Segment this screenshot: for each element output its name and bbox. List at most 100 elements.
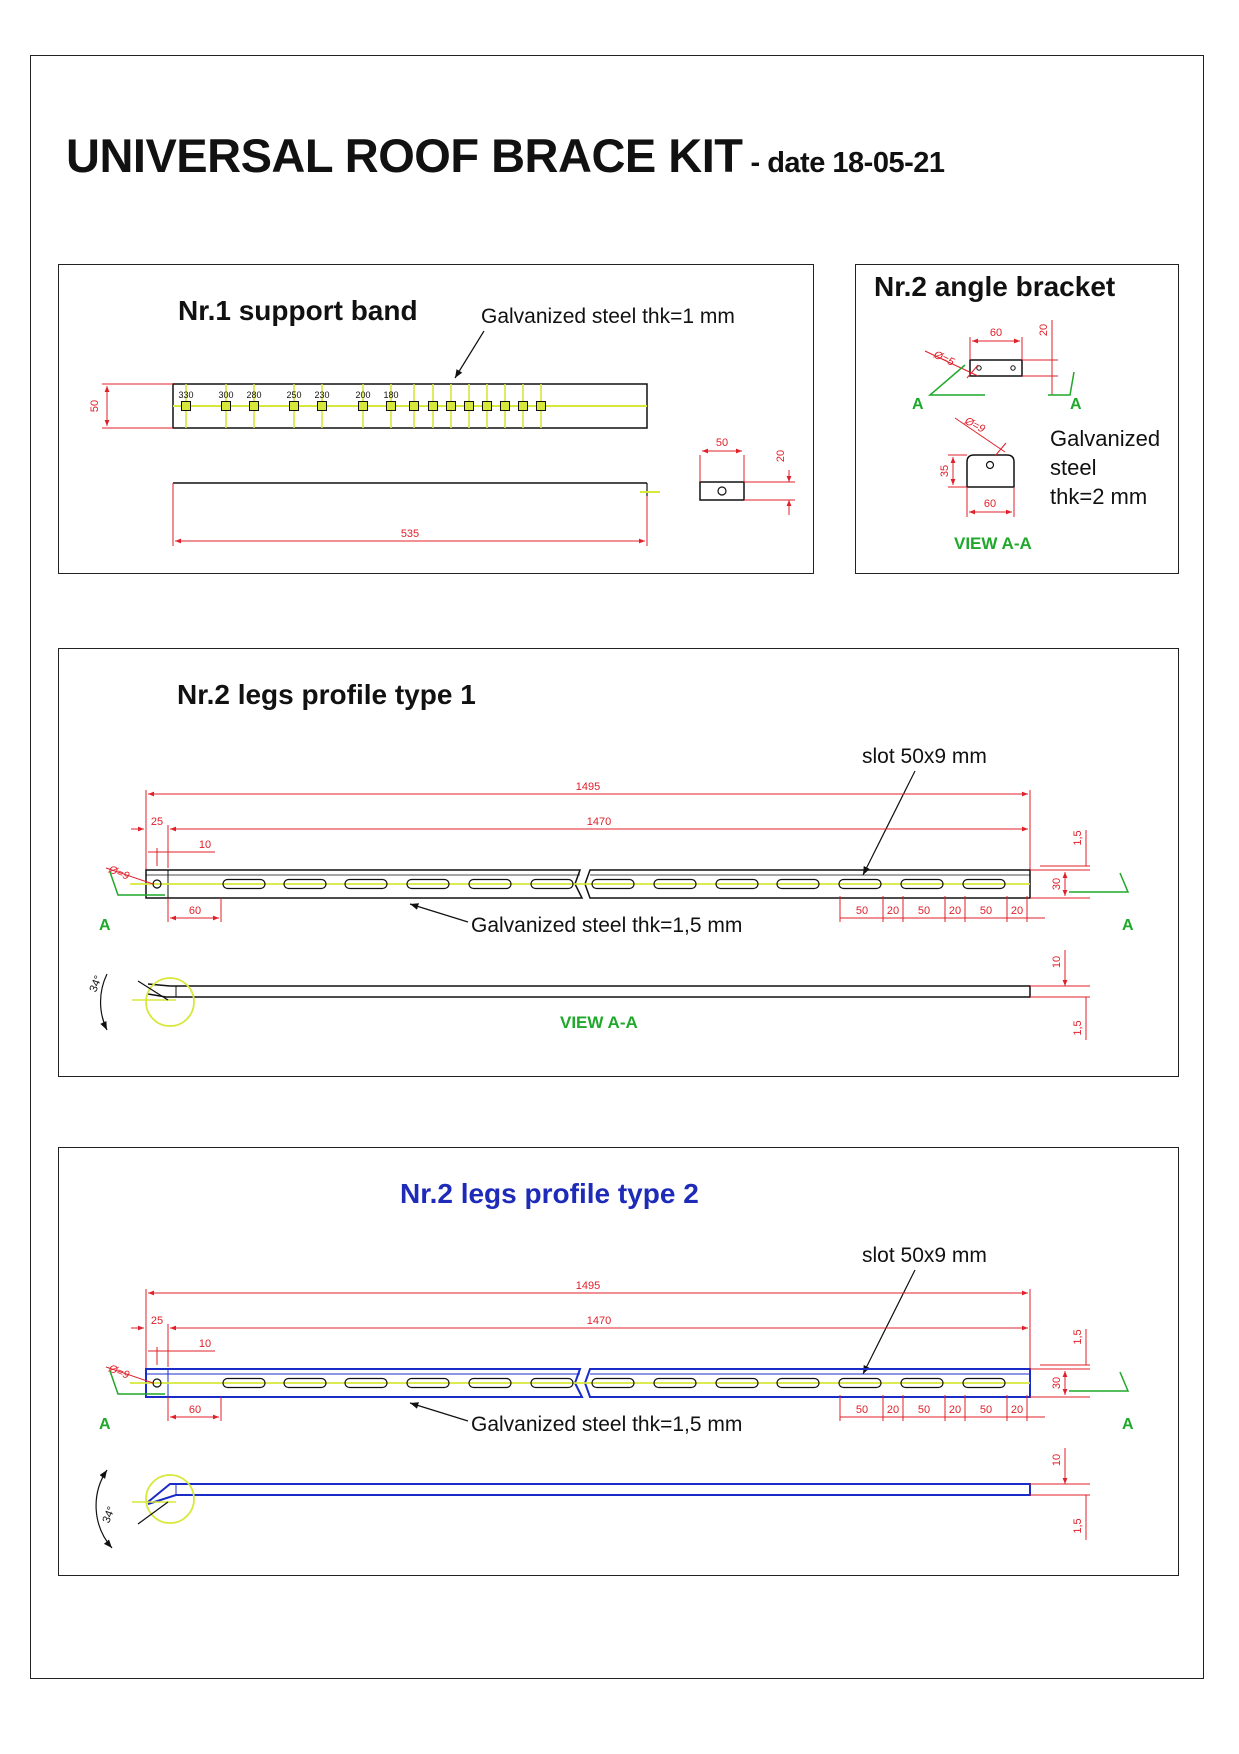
slot [530,1377,574,1389]
t2-detail-circle [145,1474,195,1524]
legs-type2-flange-dim-top: 1,5 [1072,1329,1084,1344]
slot [222,1377,266,1389]
slot-dim-label: 50 [918,1404,930,1416]
drawing-title: UNIVERSAL ROOF BRACE KIT- date 18-05-21 [66,128,945,183]
slot [653,878,697,890]
angle-bracket-drawing: Nr.2 angle bracket 60 20 Ø=5 A A Ø=9 35 [874,271,1160,553]
t1-section-marker-right [1069,872,1130,893]
bracket-hole-left [976,365,982,371]
legs-type1-overall-dim: 1495 [576,781,600,793]
legs-type1-heading: Nr.2 legs profile type 1 [177,679,476,710]
band-hole-label: 230 [314,390,329,400]
t1-profile-left [145,869,584,899]
bracket-hole-leader-tick [966,364,979,379]
slot [530,878,574,890]
slot-dim-label: 50 [856,905,868,917]
bracket-hole-right [1010,365,1016,371]
band-hole [518,401,528,411]
legs-type1-view-label: VIEW A-A [560,1013,638,1032]
band-hole-label: 250 [286,390,301,400]
legs-type2-end-dim: 25 [151,1315,163,1327]
t2-section-marker-left [109,1370,165,1395]
band-hole [289,401,299,411]
legs-type1-flange-dim-top: 1,5 [1072,830,1084,845]
bracket-side-view [966,454,1015,488]
band-hole [464,401,474,411]
band-hole-label: 280 [246,390,261,400]
legs-type2-offset-dim: 10 [199,1338,211,1350]
band-hole [536,401,546,411]
band-hole [221,401,231,411]
t1-section-marker-left [109,871,165,896]
drawing-frame [30,55,1204,1679]
slot-dim-label: 20 [1011,1404,1023,1416]
slot-dim-label: 20 [949,905,961,917]
support-band-material-note: Galvanized steel thk=1 mm [481,305,735,328]
slot [406,878,450,890]
t1-side-view [147,983,1031,998]
section-height-dim: 20 [775,450,787,462]
slot [715,878,759,890]
band-hole [446,401,456,411]
slot-dim-label: 20 [887,1404,899,1416]
band-section-hole [717,486,727,496]
bracket-top-width-dim: 60 [990,327,1002,339]
t1-angle-line [137,980,169,1001]
slot [900,878,944,890]
slot-dim-label: 50 [856,1404,868,1416]
legs-type2-material: Galvanized steel thk=1,5 mm [471,1413,742,1436]
support-band-heading: Nr.1 support band [178,295,418,326]
bracket-material-line1: Galvanized [1050,426,1160,451]
legs-type2-inner-dim: 1470 [587,1315,611,1327]
legs-type2-height-dim: 30 [1051,1377,1063,1389]
bracket-top-height-dim: 20 [1038,324,1050,336]
band-hole [249,401,259,411]
panel-angle-bracket [855,264,1179,574]
bracket-side-width-dim: 60 [984,498,996,510]
t2-angle-arc [95,1469,113,1549]
slot [838,1377,882,1389]
legs-type1-inner-dim: 1470 [587,816,611,828]
slot-dim-label: 50 [980,905,992,917]
bracket-side-hole [985,460,995,470]
legs-type1-slot-note: slot 50x9 mm [862,745,987,768]
slot [222,878,266,890]
legs-type2-slot-leader [862,1269,916,1375]
legs-type1-height-dim: 30 [1051,878,1063,890]
slot [591,1377,635,1389]
bracket-side-height-dim: 35 [939,465,951,477]
panel-support-band [58,264,814,574]
slot [776,878,820,890]
legs-type2-section-mark-left: A [99,1416,111,1433]
band-hole [428,401,438,411]
slot [776,1377,820,1389]
bracket-side-hole-leader [954,417,1006,453]
slot-dim-label: 50 [980,1404,992,1416]
band-holes [181,384,546,428]
slot-dim-label: 20 [1011,905,1023,917]
legs-type1-side-height-dim: 10 [1051,956,1063,968]
slot [900,1377,944,1389]
legs-type1-section-mark-left: A [99,917,111,934]
t1-material-leader [409,903,469,923]
bracket-top-view [969,359,1023,377]
bracket-material-line2: steel [1050,455,1096,480]
material-leader [454,330,485,379]
slot-dim-label: 50 [918,905,930,917]
band-hole [409,401,419,411]
slot [283,878,327,890]
angle-bracket-heading: Nr.2 angle bracket [874,271,1115,302]
band-hole [386,401,396,411]
bracket-hole-dim: Ø=5 [931,348,957,369]
slot [406,1377,450,1389]
title-date: - date 18-05-21 [750,147,946,179]
panel-legs-type2 [58,1147,1179,1576]
band-hole [500,401,510,411]
t2-section-marker-right [1069,1371,1130,1392]
slot [591,878,635,890]
bracket-hole-leader [924,350,979,377]
band-section [699,481,745,501]
